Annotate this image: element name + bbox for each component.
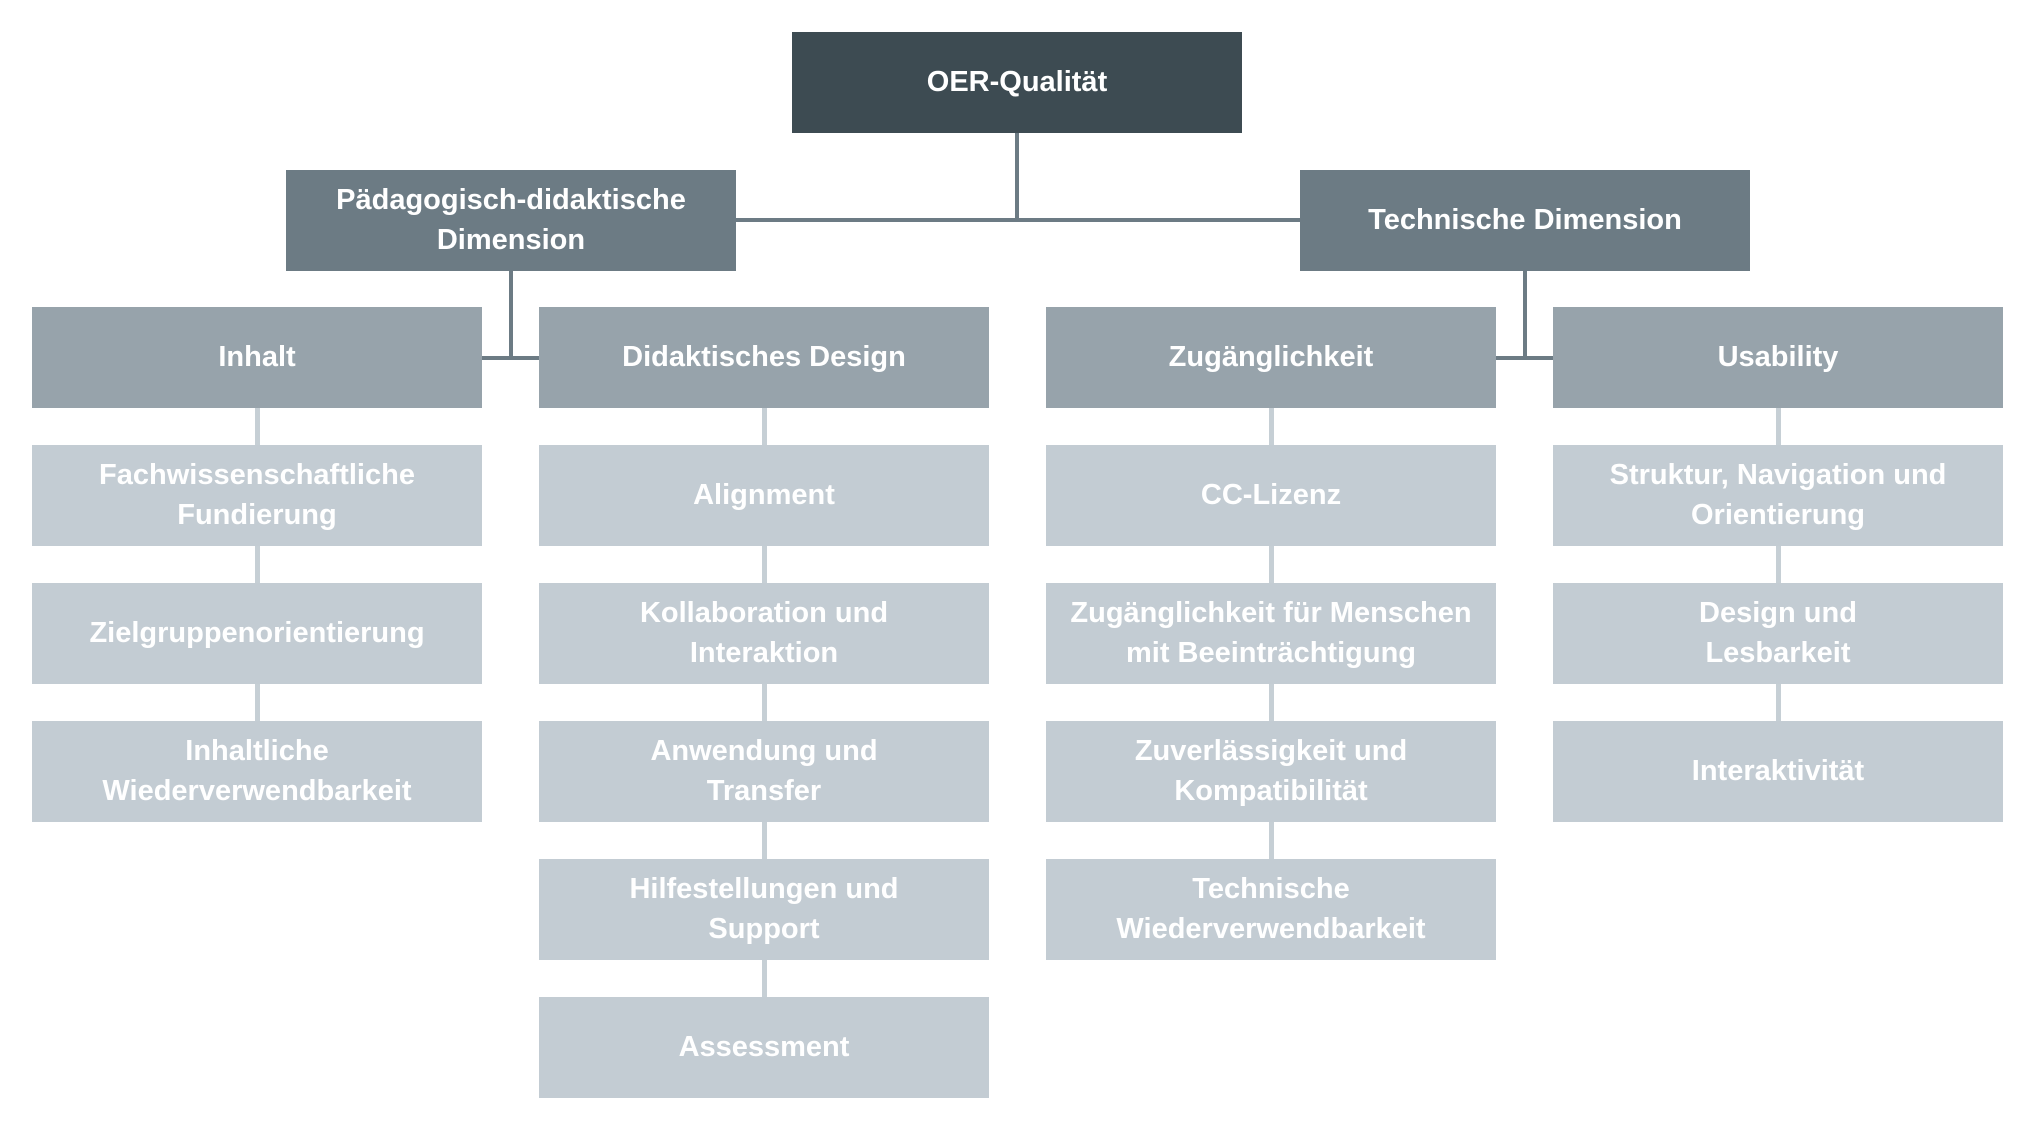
connector-col3-seg2 — [1269, 546, 1274, 583]
connector-col4-seg1 — [1776, 408, 1781, 445]
connector-col3-seg1 — [1269, 408, 1274, 445]
box-item-design-und-lesbarkeit: Design und Lesbarkeit — [1553, 583, 2003, 684]
box-header-zugaenglichkeit: Zugänglichkeit — [1046, 307, 1496, 408]
box-item-hilfestellungen-und-support: Hilfestellungen und Support — [539, 859, 989, 960]
connector-col1-seg2 — [255, 546, 260, 583]
box-item-kollaboration-und-interaktion: Kollaboration und Interaktion — [539, 583, 989, 684]
box-item-interaktivitaet: Interaktivität — [1553, 721, 2003, 822]
connector-col4-seg3 — [1776, 684, 1781, 721]
box-dim-technische-dimension: Technische Dimension — [1300, 170, 1750, 271]
connector-col1-seg3 — [255, 684, 260, 721]
connector-col2-seg4 — [762, 822, 767, 859]
box-item-zielgruppenorientierung: Zielgruppenorientierung — [32, 583, 482, 684]
connector-col4-seg2 — [1776, 546, 1781, 583]
box-item-fachwissenschaftliche-fundierung: Fachwissenschaftliche Fundierung — [32, 445, 482, 546]
connector-root-vertical — [1015, 133, 1019, 222]
connector-col3-seg4 — [1269, 822, 1274, 859]
box-item-alignment: Alignment — [539, 445, 989, 546]
connector-dim-paedagogisch-horizontal — [482, 356, 539, 360]
connector-col1-seg1 — [255, 408, 260, 445]
box-item-anwendung-und-transfer: Anwendung und Transfer — [539, 721, 989, 822]
connector-col3-seg3 — [1269, 684, 1274, 721]
box-item-zugaenglichkeit-fuer-menschen: Zugänglichkeit für Menschen mit Beeinträ… — [1046, 583, 1496, 684]
connector-root-horizontal — [736, 218, 1300, 222]
box-item-inhaltliche-wiederverwendbarkeit: Inhaltliche Wiederverwendbarkeit — [32, 721, 482, 822]
box-header-inhalt: Inhalt — [32, 307, 482, 408]
box-item-zuverlaessigkeit-und-kompatibilitaet: Zuverlässigkeit und Kompatibilität — [1046, 721, 1496, 822]
box-dim-paedagogisch-didaktische-dimension: Pädagogisch-didaktische Dimension — [286, 170, 736, 271]
box-oer-qualitaet: OER-Qualität — [792, 32, 1242, 133]
connector-col2-seg3 — [762, 684, 767, 721]
box-header-didaktisches-design: Didaktisches Design — [539, 307, 989, 408]
box-item-struktur-navigation-orientierung: Struktur, Navigation und Orientierung — [1553, 445, 2003, 546]
box-header-usability: Usability — [1553, 307, 2003, 408]
box-item-technische-wiederverwendbarkeit: Technische Wiederverwendbarkeit — [1046, 859, 1496, 960]
connector-col2-seg5 — [762, 960, 767, 997]
connector-col2-seg1 — [762, 408, 767, 445]
connector-dim-technische-vertical — [1523, 271, 1527, 360]
connector-dim-paedagogisch-vertical — [509, 271, 513, 360]
box-item-assessment: Assessment — [539, 997, 989, 1098]
connector-col2-seg2 — [762, 546, 767, 583]
box-item-cc-lizenz: CC-Lizenz — [1046, 445, 1496, 546]
connector-dim-technische-horizontal — [1496, 356, 1553, 360]
